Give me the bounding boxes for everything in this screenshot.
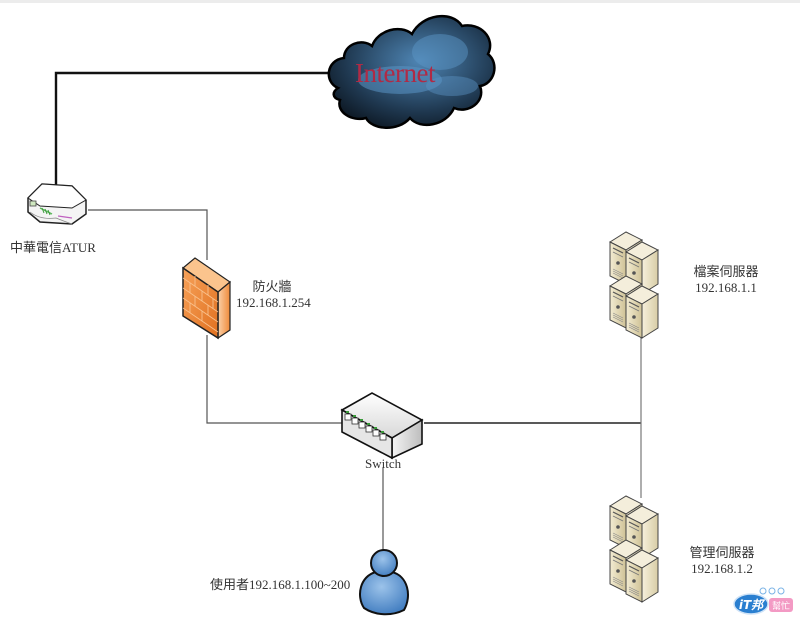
mgmt-server-name: 管理伺服器 [689,545,755,560]
file-server-label: 檔案伺服器 192.168.1.1 [688,264,764,296]
switch-label: Switch [365,456,402,471]
firewall-icon [182,257,231,340]
router-label: 中華電信ATUR [10,240,96,255]
users-label: 使用者192.168.1.100~200 [210,577,351,592]
firewall-name: 防火牆 [252,279,292,294]
top-border [0,0,800,3]
connections [54,71,642,556]
user-icon [359,549,409,616]
server-icon [609,495,659,603]
file-server-ip: 192.168.1.1 [695,280,757,295]
internet-label: Internet [355,58,435,88]
firewall-label: 防火牆 192.168.1.254 [236,279,311,311]
firewall-ip: 192.168.1.254 [236,295,311,310]
edge-firewall-switch [206,335,344,424]
ithome-watermark-logo: iT邦 幫忙 [733,586,795,616]
edge-router-firewall [88,209,208,260]
mgmt-server-ip: 192.168.1.2 [691,561,753,576]
mgmt-server-label: 管理伺服器 192.168.1.2 [684,545,760,577]
router-icon [27,183,87,225]
server-icon [609,231,659,339]
edge-router-internet [54,71,336,208]
watermark-brand: iT邦 [739,598,766,612]
switch-icon [340,392,424,460]
cloud-icon [327,14,496,129]
file-server-name: 檔案伺服器 [693,264,759,279]
watermark-sub: 幫忙 [772,600,790,612]
